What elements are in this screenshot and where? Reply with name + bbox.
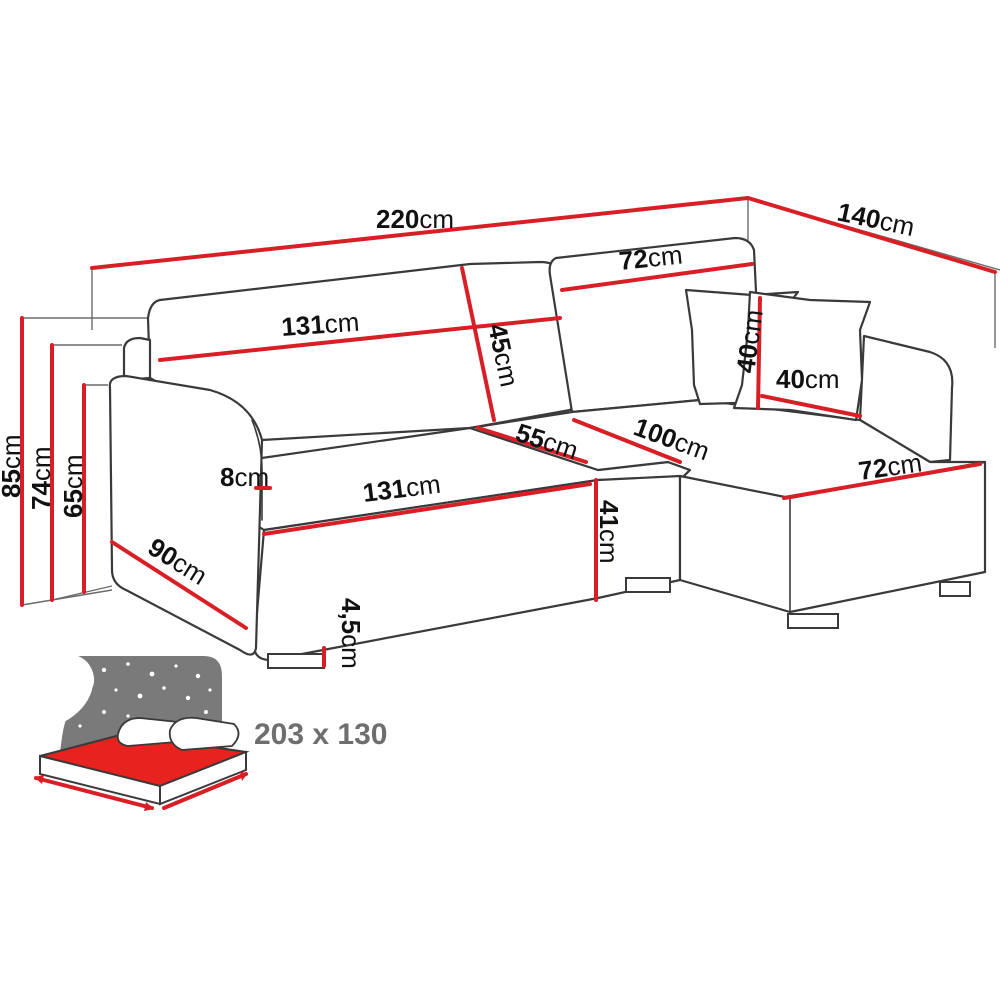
label-backrest-width: 131cm <box>280 307 360 342</box>
leg <box>939 581 971 597</box>
dim-line-seat-depth <box>476 426 588 464</box>
pillow-icon <box>168 716 240 751</box>
dim-line-armrest-depth <box>110 540 248 630</box>
label-seat-height: 41cm <box>594 500 624 564</box>
dim-line-chaise-length <box>572 418 682 464</box>
dim-line-chaise-back-width <box>560 262 754 292</box>
pillow-front <box>732 290 872 422</box>
dimension-lines <box>20 196 997 668</box>
label-backrest-cushion-height: 45cm <box>482 321 525 389</box>
label-pillow-height: 40cm <box>730 308 769 375</box>
dim-line-chaise-width <box>782 462 982 500</box>
label-chaise-back-width: 72cm <box>617 239 683 275</box>
rear-armrest <box>122 336 152 382</box>
dim-line-overall-width <box>90 196 750 270</box>
label-backrest-height: 74cm <box>26 446 56 510</box>
dim-line-pillow-width <box>760 394 862 418</box>
label-total-height: 85cm <box>0 434 26 498</box>
dim-line-overall-depth <box>746 196 997 274</box>
sleeping-area-label: 203 x 130 <box>254 718 387 751</box>
label-leg-height: 4,5cm <box>336 598 366 669</box>
label-seat-width: 131cm <box>361 469 442 508</box>
stars <box>78 662 212 728</box>
label-chaise-width: 72cm <box>857 447 924 486</box>
leg <box>267 653 325 669</box>
sofa-drawing <box>108 236 987 669</box>
dim-line-seat-width <box>262 482 592 536</box>
dim-line-backrest-cushion-height <box>460 266 496 422</box>
mattress-side-right <box>159 750 247 806</box>
dim-line-pillow-height <box>756 296 762 410</box>
label-pillow-width: 40cm <box>776 364 840 394</box>
sleeping-area-icon <box>34 656 250 811</box>
leg <box>625 577 671 593</box>
front-armrest <box>108 374 264 656</box>
dim-line-backrest-width <box>158 316 562 362</box>
label-armrest-width: 8cm <box>220 462 269 492</box>
label-overall-width: 220cm <box>376 204 454 234</box>
label-armrest-height: 65cm <box>58 454 88 518</box>
leg <box>787 613 839 629</box>
